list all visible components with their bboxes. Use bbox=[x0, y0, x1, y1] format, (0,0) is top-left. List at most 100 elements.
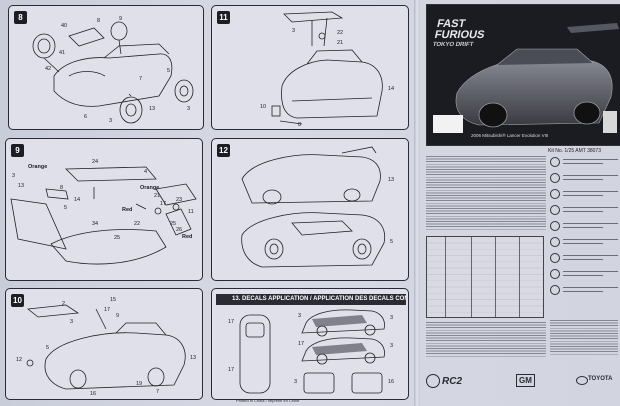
callout: 15 bbox=[110, 297, 117, 303]
symbol-icon bbox=[550, 173, 560, 183]
step-11-drawing bbox=[271, 11, 383, 125]
callout: 17 bbox=[298, 341, 305, 347]
instructions-text-block bbox=[426, 156, 546, 230]
symbol-legend-row bbox=[550, 268, 618, 282]
callout: 3 bbox=[294, 379, 298, 385]
callout: 2 bbox=[62, 301, 66, 307]
callout: 3 bbox=[70, 319, 74, 325]
callout: 3 bbox=[298, 313, 302, 319]
symbol-icon bbox=[550, 253, 560, 263]
callout: 3 bbox=[292, 28, 296, 34]
symbol-icon bbox=[550, 285, 560, 295]
step-number: 11 bbox=[217, 11, 230, 24]
box-art-car bbox=[427, 5, 620, 145]
kit-number: Kit No. 1/25 AMT 38073 bbox=[548, 148, 601, 154]
symbol-legend-row bbox=[550, 156, 618, 170]
symbol-icon bbox=[550, 269, 560, 279]
color-callout: Red bbox=[182, 234, 193, 240]
callout: 13 bbox=[190, 355, 197, 361]
callout: 9 bbox=[116, 313, 120, 319]
symbol-legend-row bbox=[550, 204, 618, 218]
callout: 7 bbox=[156, 389, 160, 395]
symbol-legend-row bbox=[550, 236, 618, 250]
step-number: 12 bbox=[217, 144, 230, 157]
callout: 14 bbox=[388, 86, 395, 92]
decals-drawing bbox=[239, 309, 385, 394]
gm-logo: GM bbox=[516, 374, 535, 387]
symbol-legend-row bbox=[550, 252, 618, 266]
callout: 14 bbox=[74, 197, 81, 203]
step-12-panel: 12 13 5 bbox=[211, 138, 409, 281]
symbol-icon bbox=[550, 237, 560, 247]
callout: 19 bbox=[136, 381, 143, 387]
step-number: 9 bbox=[11, 144, 24, 157]
callout: 3 bbox=[390, 343, 394, 349]
callout: 34 bbox=[92, 221, 99, 227]
box-title: FAST FURIOUS TOKYO DRIFT bbox=[432, 18, 518, 49]
callout: 9 bbox=[119, 16, 123, 22]
symbol-icon bbox=[550, 221, 560, 231]
step-number: 8 bbox=[14, 11, 27, 24]
callout: 3 bbox=[390, 315, 394, 321]
callout: 8 bbox=[60, 185, 64, 191]
legal-text-block bbox=[426, 322, 546, 358]
symbol-legend-row bbox=[550, 220, 618, 234]
decals-title: 13. DECALS APPLICATION / APPLICATION DES… bbox=[216, 294, 406, 305]
symbol-legend-row bbox=[550, 172, 618, 186]
callout: 23 bbox=[176, 197, 183, 203]
callout: 21 bbox=[337, 40, 344, 46]
callout: 10 bbox=[260, 104, 267, 110]
step-number: 10 bbox=[11, 294, 24, 307]
symbol-legend-row bbox=[550, 188, 618, 202]
callout: 26 bbox=[176, 227, 183, 233]
callout: 25 bbox=[170, 221, 177, 227]
callout: 13 bbox=[388, 177, 395, 183]
step-8-drawing bbox=[32, 21, 194, 124]
callout: 21 bbox=[154, 193, 161, 199]
step-9-panel: 9 Orange Orange Red Red 3 24 13 8 14 5 4… bbox=[5, 138, 203, 281]
callout: 5 bbox=[64, 205, 68, 211]
toyota-logo: TOYOTA bbox=[588, 376, 613, 382]
box-title-line3: TOKYO DRIFT bbox=[432, 42, 474, 48]
symbol-icon bbox=[550, 205, 560, 215]
step-11-panel: 11 3 22 21 10 8 14 bbox=[211, 5, 409, 130]
step-10-drawing bbox=[26, 304, 186, 390]
color-callout: Red bbox=[122, 207, 133, 213]
info-page: FAST FURIOUS TOKYO DRIFT 2006 Mitsubishi… bbox=[420, 0, 620, 406]
callout: 4 bbox=[144, 169, 148, 175]
symbol-icon bbox=[550, 189, 560, 199]
callout: 17 bbox=[228, 319, 235, 325]
step-9-drawing bbox=[10, 166, 197, 265]
callout: 12 bbox=[16, 357, 23, 363]
box-art: FAST FURIOUS TOKYO DRIFT 2006 Mitsubishi… bbox=[426, 4, 620, 146]
rc2-logo: RC2 bbox=[442, 376, 463, 387]
symbol-legend-row bbox=[550, 284, 618, 298]
step-10-panel: 10 2 15 12 17 9 3 5 19 16 13 7 bbox=[5, 288, 203, 400]
box-title-line2: FURIOUS bbox=[433, 29, 486, 41]
color-callout: Orange bbox=[28, 164, 48, 170]
callout: 8 bbox=[97, 18, 101, 24]
callout: 40 bbox=[61, 23, 68, 29]
callout: 5 bbox=[390, 239, 394, 245]
step-13-decals-panel: 13. DECALS APPLICATION / APPLICATION DES… bbox=[211, 288, 409, 400]
callout: 16 bbox=[388, 379, 395, 385]
page-fold bbox=[414, 0, 420, 406]
callout: 11 bbox=[188, 209, 194, 215]
callout: 8 bbox=[298, 122, 302, 128]
brand-logos: RC2 GM TOYOTA bbox=[426, 368, 618, 404]
step-8-panel: 8 40 8 9 42 41 13 3 7 5 3 6 bbox=[8, 5, 204, 130]
callout: 17 bbox=[104, 307, 111, 313]
callout: 7 bbox=[139, 76, 143, 82]
print-note: Printed in China / Imprimé en Chine bbox=[236, 398, 300, 403]
callout: 5 bbox=[46, 345, 50, 351]
callout: 24 bbox=[92, 159, 99, 165]
paint-color-table bbox=[426, 236, 544, 318]
toyota-logo-icon bbox=[576, 376, 588, 385]
company-address-block bbox=[550, 320, 618, 356]
callout: 22 bbox=[337, 30, 344, 36]
step-12-drawing bbox=[241, 146, 386, 268]
rc2-logo-icon bbox=[426, 374, 440, 388]
callout: 17 bbox=[160, 201, 167, 207]
callout: 6 bbox=[84, 114, 88, 120]
